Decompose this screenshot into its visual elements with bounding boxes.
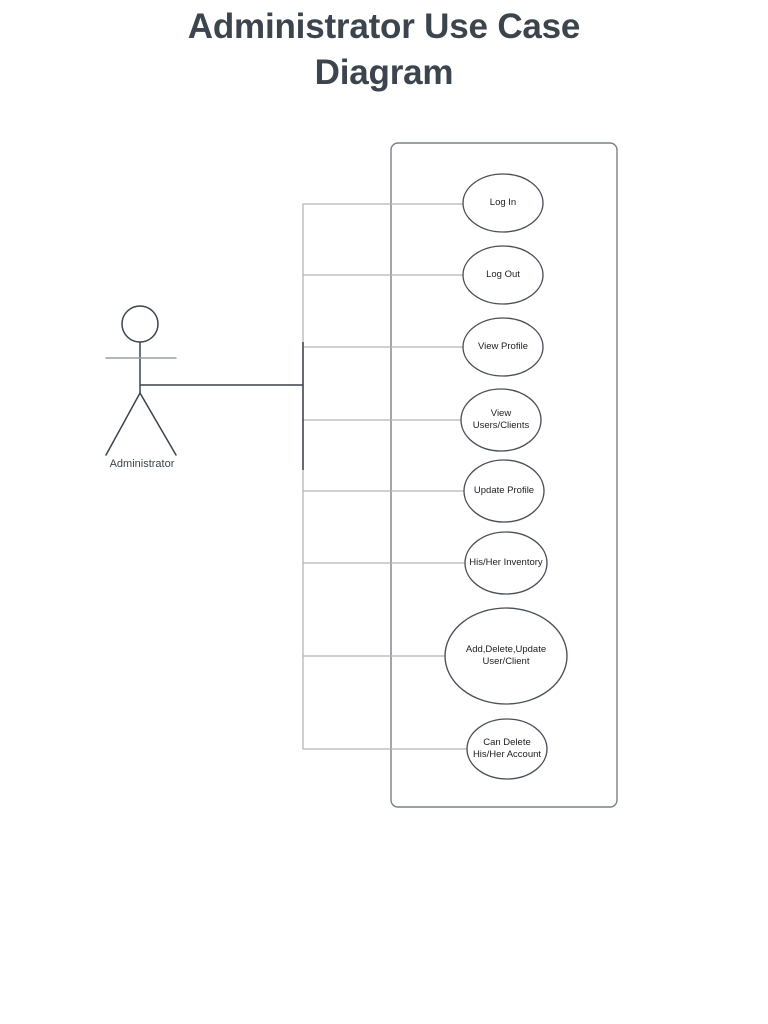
actor-administrator[interactable]	[105, 305, 177, 456]
use-case-update-profile[interactable]	[463, 459, 545, 523]
association-connectors	[302, 203, 468, 750]
use-case-ellipses	[444, 173, 568, 780]
use-case-his-her-inventory[interactable]	[464, 531, 548, 595]
use-case-can-delete-his-her-account[interactable]	[466, 718, 548, 780]
actor-label: Administrator	[109, 458, 175, 470]
system-boundary-box	[390, 142, 618, 808]
actor-leg-right-line	[139, 392, 177, 456]
page-title: Administrator Use Case Diagram	[187, 7, 581, 92]
use-case-add-delete-update-user-client[interactable]	[444, 607, 568, 705]
actor-head-icon	[121, 305, 159, 343]
use-case-log-out[interactable]	[462, 245, 544, 305]
use-case-log-in[interactable]	[462, 173, 544, 233]
use-case-view-profile[interactable]	[462, 317, 544, 377]
actor-leg-left-line	[105, 392, 141, 456]
use-case-view-users-clients[interactable]	[460, 388, 542, 452]
